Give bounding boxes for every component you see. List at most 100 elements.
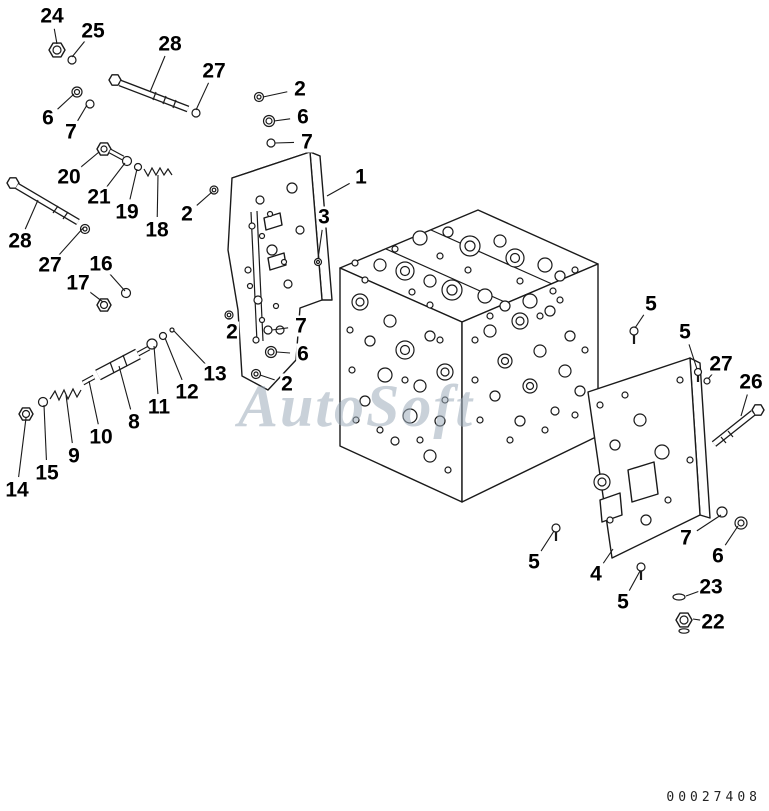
port-hole [464,266,472,274]
leader-line [317,229,323,260]
leader-line [259,374,275,381]
port-hole [373,258,387,272]
left-block-bottom-plugs [224,310,278,380]
leader-line [195,82,210,111]
callout-5: 5 [616,590,630,614]
callout-6: 6 [711,544,725,568]
callout-23: 23 [698,575,724,599]
spring-coil [49,387,82,402]
port-hole [436,252,444,260]
callout-9: 9 [67,444,81,468]
leader-line [271,327,289,331]
diagram-edge [15,184,80,224]
port-hole [423,274,437,288]
port-hole [525,381,535,391]
port-hole [37,396,49,408]
port-hole [73,88,81,96]
callout-2: 2 [280,372,294,396]
callout-22: 22 [700,610,726,634]
callout-6: 6 [296,105,310,129]
port-hole [693,367,703,377]
callout-16: 16 [88,252,114,276]
port-hole [633,413,647,427]
callout-1: 1 [354,165,368,189]
leader-line [724,525,739,546]
bolt-28-top [108,74,201,118]
bolt-28-left [6,177,91,235]
diagram-edge [712,411,755,446]
leader-line [696,514,722,532]
port-hole [352,416,360,424]
diagram-face [751,404,765,416]
leader-line [602,548,614,564]
port-hole [564,330,576,342]
leader-line [109,273,126,292]
port-hole [550,406,560,416]
port-hole [315,259,321,265]
diagram-edge [162,95,167,105]
callout-21: 21 [86,185,112,209]
port-hole [426,301,434,309]
diagram-edge [720,436,727,444]
leader-line [692,618,701,621]
port-hole [52,45,62,55]
drawing-number: 00027408 [666,790,761,805]
port-hole [255,195,265,205]
leader-line [164,337,183,381]
bolt-26 [711,404,765,447]
port-hole [67,55,77,65]
diagram-edge [250,211,258,343]
port-hole [509,252,521,264]
leader-line [71,40,86,58]
port-hole [471,376,479,384]
port-hole [376,426,384,434]
port-hole [500,356,510,366]
leader-line [707,373,713,380]
port-hole [703,377,711,385]
diagram-edge [52,205,59,214]
leader-line [276,351,291,354]
port-hole [483,324,497,338]
diagram-face [599,492,623,523]
callout-2: 2 [180,202,194,226]
port-hole [191,108,201,118]
callout-27: 27 [201,59,227,83]
port-hole [440,367,450,377]
port-hole [252,336,260,344]
port-hole [737,519,745,527]
port-hole [244,266,252,274]
port-hole [100,145,108,153]
callout-19: 19 [114,200,140,224]
leader-line [688,344,698,370]
port-hole [558,364,572,378]
callout-4: 4 [589,562,603,586]
callout-6: 6 [41,106,55,130]
leader-line [156,174,159,218]
port-hole [571,266,579,274]
main-valve-block [339,209,599,503]
callout-7: 7 [294,314,308,338]
port-hole [280,258,288,266]
port-hole [516,277,524,285]
port-hole [211,187,217,193]
port-hole [120,287,132,299]
leader-line [88,290,104,303]
port-hole [434,415,446,427]
port-hole [286,182,298,194]
port-hole [272,302,280,310]
callout-5: 5 [527,550,541,574]
leader-line [740,394,748,417]
port-hole [444,466,452,474]
port-hole [258,232,266,240]
port-hole [412,230,428,246]
diagram-edge [152,91,157,101]
port-hole [401,376,409,384]
leader-line [173,330,207,365]
port-hole [408,288,416,296]
port-hole [390,436,400,446]
port-hole [133,162,143,172]
leader-line [153,345,159,395]
callout-5: 5 [678,320,692,344]
diagram-edge [109,361,115,374]
